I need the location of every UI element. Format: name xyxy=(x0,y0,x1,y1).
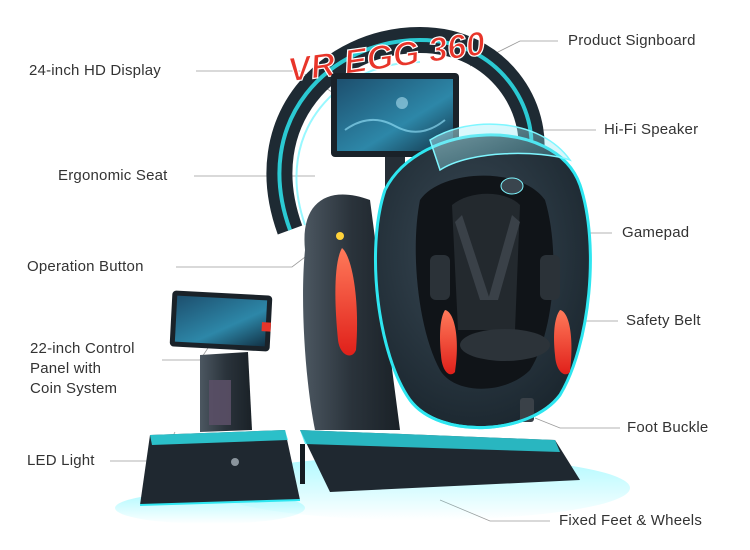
floor-platform xyxy=(210,430,630,520)
speaker-grill xyxy=(500,177,524,195)
label-gamepad: Gamepad xyxy=(622,224,690,241)
label-control-line3: Coin System xyxy=(30,380,118,397)
label-fixed-feet-wheels: Fixed Feet & Wheels xyxy=(559,512,703,529)
label-hifi-speaker: Hi-Fi Speaker xyxy=(604,121,699,138)
label-control-line2: Panel with xyxy=(30,360,102,377)
coin-slot-panel xyxy=(209,380,231,425)
egg-pod xyxy=(373,123,592,429)
leader-foot xyxy=(534,417,620,429)
label-foot-buckle: Foot Buckle xyxy=(627,419,709,436)
control-cabinet xyxy=(115,290,305,524)
label-control-line1: 22-inch Control xyxy=(30,340,135,357)
signboard-arch xyxy=(266,26,545,235)
operation-button-dot xyxy=(336,232,344,240)
hd-display xyxy=(331,73,459,202)
label-hd-display: 24-inch HD Display xyxy=(29,62,161,79)
label-operation-button: Operation Button xyxy=(27,258,144,275)
label-product-signboard: Product Signboard xyxy=(568,32,696,49)
label-led-light: LED Light xyxy=(27,452,95,469)
label-safety-belt: Safety Belt xyxy=(626,312,701,329)
label-ergonomic-seat: Ergonomic Seat xyxy=(58,167,168,184)
